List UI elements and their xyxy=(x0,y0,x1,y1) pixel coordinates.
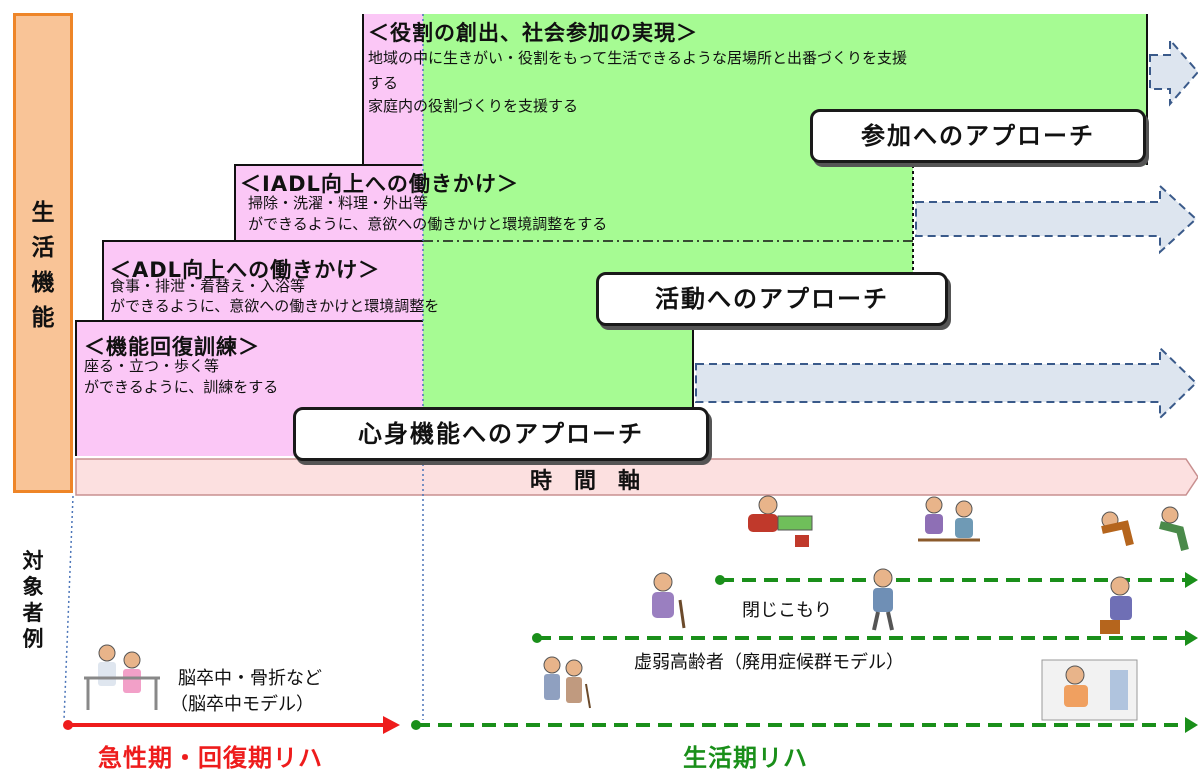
elderly-cane-illustration xyxy=(652,572,686,629)
func-step-title: ＜機能回復訓練＞ xyxy=(84,335,260,359)
role-step-line: する xyxy=(368,74,399,92)
stroke-caption-line2: （脳卒中モデル） xyxy=(170,694,314,715)
rehab-walking-illustration xyxy=(84,644,160,710)
role-step-title: ＜役割の創出、社会参加の実現＞ xyxy=(368,21,698,45)
bathroom-assist-illustration xyxy=(1041,659,1138,721)
stroke-caption-line1: 脳卒中・骨折など xyxy=(178,668,322,689)
elderly-couple-walking-illustration xyxy=(543,656,591,709)
living-period-arrowhead xyxy=(1185,717,1198,733)
people-exercising-illustration xyxy=(1101,506,1189,551)
life-function-char: 活 xyxy=(31,235,55,261)
time-axis-arrow xyxy=(75,458,1198,496)
acute-phase-label: 急性期・回復期リハ xyxy=(98,744,323,772)
adl-step-line: 食事・排泄・着替え・入浴等 xyxy=(110,277,306,295)
life-function-label-box: 生 活 機 能 xyxy=(13,13,73,493)
living-phase-label: 生活期リハ xyxy=(683,744,808,772)
target-examples-char: 対 xyxy=(22,549,44,573)
time-axis-label: 時間軸 xyxy=(530,469,663,494)
role-step-pink xyxy=(363,14,423,165)
person-gardening-illustration xyxy=(1100,576,1132,634)
withdrawn-caption: 閉じこもり xyxy=(742,600,832,621)
adl-step-pink xyxy=(103,241,423,321)
func-step-line: 座る・立つ・歩く等 xyxy=(84,357,220,375)
withdrawn-period-arrowhead xyxy=(1185,572,1198,588)
iadl-continue-arrow xyxy=(915,183,1198,255)
target-examples-char: 象 xyxy=(22,575,44,599)
func-continue-arrow xyxy=(695,345,1198,421)
person-stretching-illustration xyxy=(872,568,894,631)
acute-period-arrowhead xyxy=(383,716,400,734)
participation-approach-box: 参加へのアプローチ xyxy=(810,109,1146,163)
adl-step-line: ができるように、意欲への働きかけと環境調整を xyxy=(110,297,440,315)
role-step-line: 家庭内の役割づくりを支援する xyxy=(368,97,579,115)
life-function-char: 能 xyxy=(31,305,55,331)
adl-step-title: ＜ADL向上への働きかけ＞ xyxy=(110,258,381,282)
iadl-step-line: 掃除・洗濯・料理・外出等 xyxy=(248,194,429,212)
func-step-line: ができるように、訓練をする xyxy=(84,378,279,396)
activity-approach-box: 活動へのアプローチ xyxy=(596,272,948,326)
living-period-start xyxy=(411,720,421,730)
life-function-char: 機 xyxy=(31,270,55,296)
target-examples-char: 例 xyxy=(22,627,44,651)
frail-period-start xyxy=(532,633,542,643)
life-function-char: 生 xyxy=(31,200,55,226)
role-step-line: 地域の中に生きがい・役割をもって生活できるような居場所と出番づくりを支援 xyxy=(368,49,907,67)
withdrawn-period-start xyxy=(715,575,725,585)
person-reading-illustration xyxy=(748,495,813,547)
target-examples-char: 者 xyxy=(22,601,44,625)
people-sitting-illustration xyxy=(918,496,980,542)
acute-start-line xyxy=(63,495,74,721)
iadl-step-title: ＜IADL向上への働きかけ＞ xyxy=(240,172,519,196)
iadl-step-line: ができるように、意欲への働きかけと環境調整をする xyxy=(248,215,608,233)
frail-elderly-caption: 虚弱高齢者（廃用症候群モデル） xyxy=(634,652,904,673)
frail-period-arrowhead xyxy=(1185,630,1198,646)
acute-period-start xyxy=(63,720,73,730)
body-function-approach-box: 心身機能へのアプローチ xyxy=(293,407,709,461)
iadl-step-pink xyxy=(235,165,423,241)
role-continue-arrow xyxy=(1149,37,1198,107)
